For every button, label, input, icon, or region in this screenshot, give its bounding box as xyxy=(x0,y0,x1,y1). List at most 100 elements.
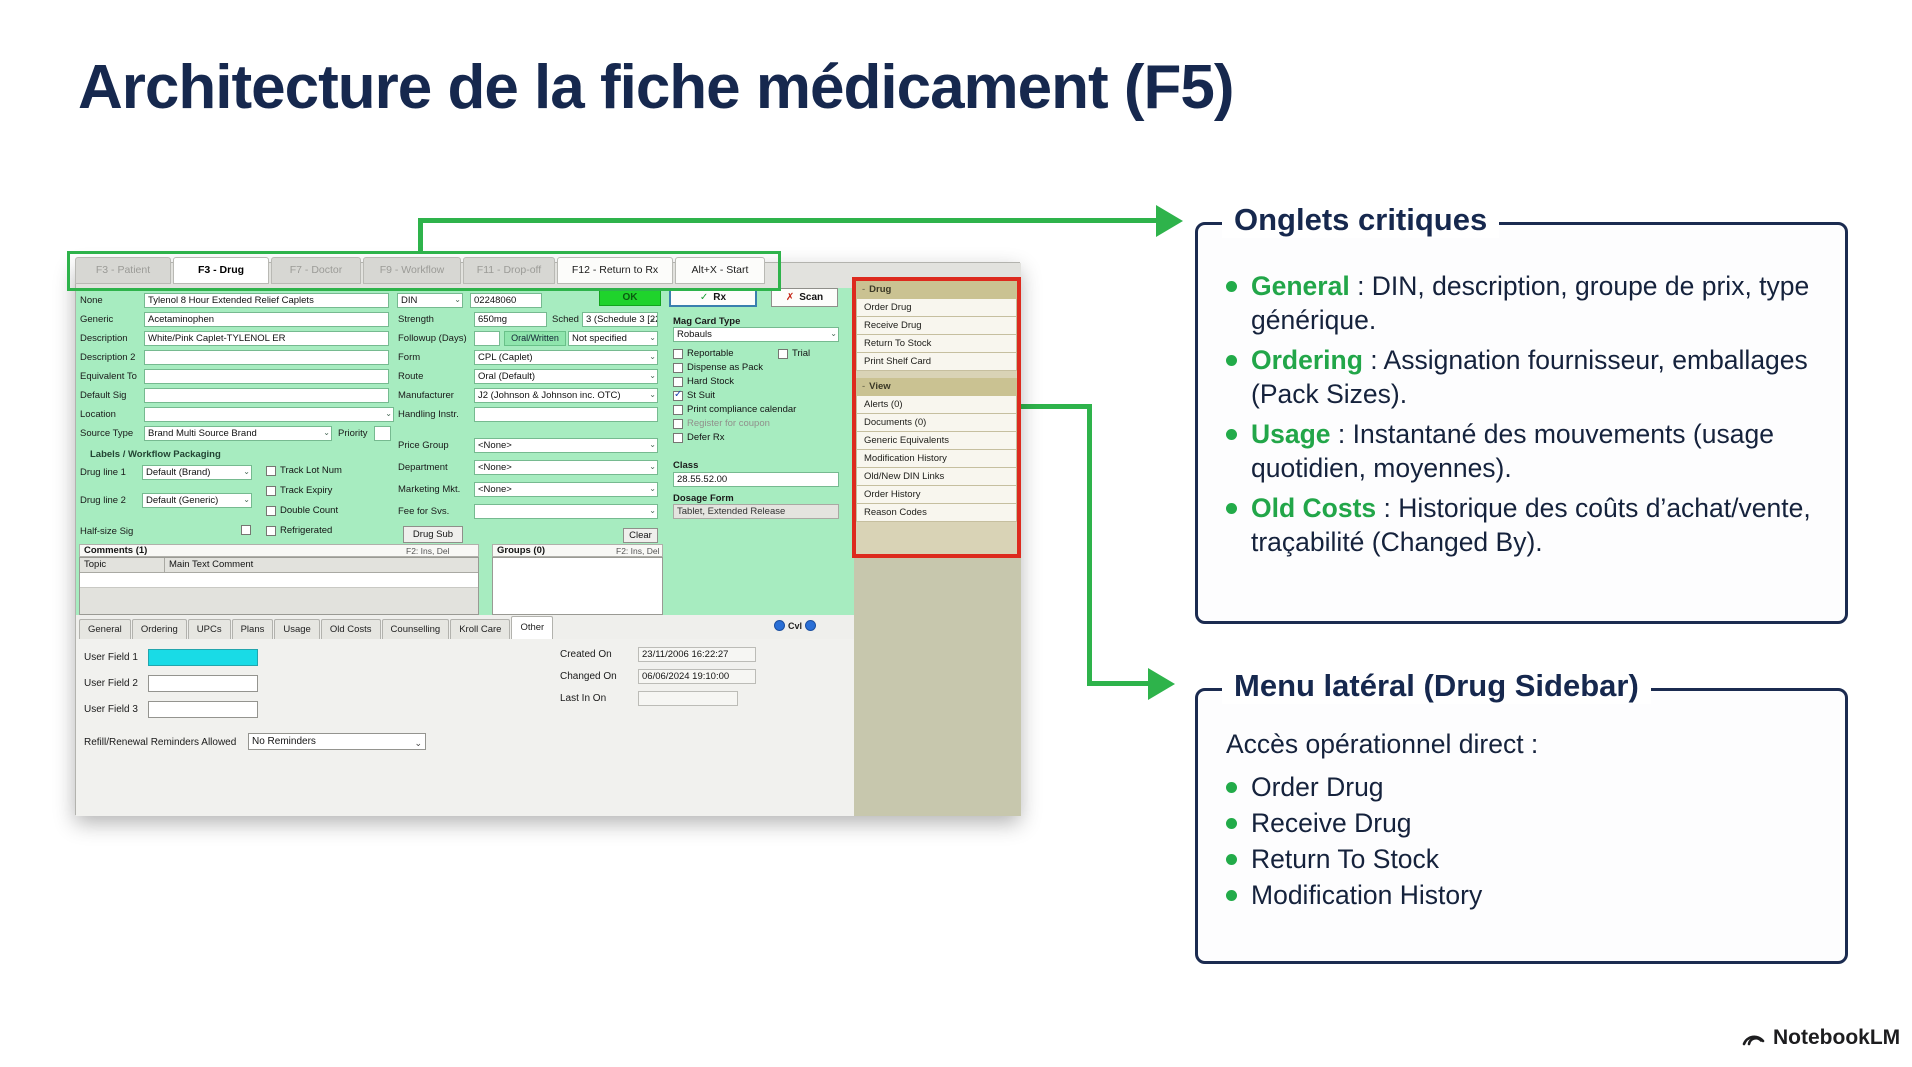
followup-field[interactable] xyxy=(474,331,500,346)
trial-checkbox[interactable]: Trial xyxy=(778,348,810,359)
sidebar-item-oldnew-din-links[interactable]: Old/New DIN Links xyxy=(856,468,1017,486)
drug-sub-button[interactable]: Drug Sub xyxy=(403,526,463,543)
callout-sidebar-title: Menu latéral (Drug Sidebar) xyxy=(1222,668,1651,704)
clear-button[interactable]: Clear xyxy=(623,528,658,543)
sidebar-item-return-to-stock[interactable]: Return To Stock xyxy=(856,335,1017,353)
double-count-checkbox[interactable]: Double Count xyxy=(266,505,338,516)
tab-f11-dropoff[interactable]: F11 - Drop-off xyxy=(463,257,555,284)
description2-field[interactable] xyxy=(144,350,389,365)
user-field3-input[interactable] xyxy=(148,701,258,718)
tab-general[interactable]: General xyxy=(79,619,131,639)
tab-upcs[interactable]: UPCs xyxy=(187,619,231,639)
marketing-select[interactable]: <None>⌄ xyxy=(474,482,658,497)
tab-altx-start[interactable]: Alt+X - Start xyxy=(675,257,765,284)
tab-f3-drug[interactable]: F3 - Drug xyxy=(173,257,269,284)
tab-other[interactable]: Other xyxy=(511,616,554,639)
bullet-icon xyxy=(1226,782,1237,793)
description-field[interactable]: White/Pink Caplet-TYLENOL ER xyxy=(144,331,389,346)
sidebar-view-header[interactable]: -View xyxy=(856,378,1017,396)
fee-for-svs-select[interactable]: ⌄ xyxy=(474,504,658,519)
chevron-down-icon: ⌄ xyxy=(649,314,656,323)
sidebar-item-reason-codes[interactable]: Reason Codes xyxy=(856,504,1017,522)
user-field1-label: User Field 1 xyxy=(84,652,138,663)
sidebar-drug-header[interactable]: -Drug xyxy=(856,281,1017,299)
rx-button[interactable]: ✓Rx xyxy=(669,288,757,307)
collapse-icon: - xyxy=(862,284,866,295)
source-type-select[interactable]: Brand Multi Source Brand⌄ xyxy=(144,426,332,441)
globe-icon[interactable] xyxy=(805,620,817,631)
chevron-down-icon: ⌄ xyxy=(243,495,250,504)
din-type-select[interactable]: DIN⌄ xyxy=(397,293,463,308)
sidebar-item-order-drug[interactable]: Order Drug xyxy=(856,299,1017,317)
refrigerated-checkbox[interactable]: Refrigerated xyxy=(266,525,332,536)
sidebar-item-order-history[interactable]: Order History xyxy=(856,486,1017,504)
price-group-select[interactable]: <None>⌄ xyxy=(474,438,658,453)
priority-field[interactable] xyxy=(374,426,391,441)
reminders-select[interactable]: No Reminders⌄ xyxy=(248,733,426,750)
track-expiry-checkbox[interactable]: Track Expiry xyxy=(266,485,332,496)
sidebar-item-alerts[interactable]: Alerts (0) xyxy=(856,396,1017,414)
manufacturer-select[interactable]: J2 (Johnson & Johnson inc. OTC)⌄ xyxy=(474,388,658,403)
ok-button[interactable]: OK xyxy=(599,289,661,306)
tab-usage[interactable]: Usage xyxy=(274,619,320,639)
reportable-checkbox[interactable]: Reportable xyxy=(673,348,733,359)
globe-icon[interactable] xyxy=(774,620,785,631)
sidebar-item-generic-equivalents[interactable]: Generic Equivalents xyxy=(856,432,1017,450)
mag-card-type-select[interactable]: Robauls⌄ xyxy=(673,327,839,342)
tab-f7-doctor[interactable]: F7 - Doctor xyxy=(271,257,361,284)
followup-label: Followup (Days) xyxy=(398,333,467,344)
arrow-sidebar-h2 xyxy=(1087,681,1150,686)
sidebar-item-receive-drug[interactable]: Receive Drug xyxy=(856,317,1017,335)
list-item: Return To Stock xyxy=(1226,842,1819,876)
sched-select[interactable]: 3 (Schedule 3 [22⌄ xyxy=(582,312,658,327)
tab-f12-return-to-rx[interactable]: F12 - Return to Rx xyxy=(557,257,673,284)
manufacturer-label: Manufacturer xyxy=(398,390,454,401)
equivalent-to-field[interactable] xyxy=(144,369,389,384)
name-field[interactable]: Tylenol 8 Hour Extended Relief Caplets xyxy=(144,293,389,308)
sidebar-item-modification-history[interactable]: Modification History xyxy=(856,450,1017,468)
strength-field[interactable]: 650mg xyxy=(474,312,547,327)
register-for-coupon-checkbox[interactable]: Register for coupon xyxy=(673,418,770,429)
class-field[interactable]: 28.55.52.00 xyxy=(673,472,839,487)
checkmark-icon: ✓ xyxy=(699,292,709,303)
notebooklm-logo-icon xyxy=(1742,1034,1765,1045)
tab-plans[interactable]: Plans xyxy=(231,619,274,639)
track-lot-num-checkbox[interactable]: Track Lot Num xyxy=(266,465,342,476)
handling-instr-field[interactable] xyxy=(474,407,658,422)
location-select[interactable]: ⌄ xyxy=(144,407,394,422)
comments-header: Comments (1) xyxy=(79,544,479,557)
callout-sidebar-intro: Accès opérationnel direct : xyxy=(1226,729,1539,759)
sidebar-item-documents[interactable]: Documents (0) xyxy=(856,414,1017,432)
comments-empty-row[interactable] xyxy=(80,573,478,588)
other-tab-panel: User Field 1 User Field 2 User Field 3 R… xyxy=(76,639,854,816)
drug-line1-select[interactable]: Default (Brand)⌄ xyxy=(142,465,252,480)
comments-col-topic: Topic xyxy=(80,558,165,572)
din-field[interactable]: 02248060 xyxy=(470,293,542,308)
department-select[interactable]: <None>⌄ xyxy=(474,460,658,475)
print-compliance-calendar-checkbox[interactable]: Print compliance calendar xyxy=(673,404,796,415)
scan-button[interactable]: ✗Scan xyxy=(771,288,838,307)
dispense-as-pack-checkbox[interactable]: Dispense as Pack xyxy=(673,362,763,373)
form-select[interactable]: CPL (Caplet)⌄ xyxy=(474,350,658,365)
tab-ordering[interactable]: Ordering xyxy=(131,619,187,639)
oral-written-select[interactable]: Not specified⌄ xyxy=(568,331,658,346)
defer-rx-checkbox[interactable]: Defer Rx xyxy=(673,432,724,443)
chevron-down-icon: ⌄ xyxy=(454,295,461,304)
user-field2-input[interactable] xyxy=(148,675,258,692)
groups-table[interactable] xyxy=(492,557,663,615)
tab-f9-workflow[interactable]: F9 - Workflow xyxy=(363,257,461,284)
default-sig-field[interactable] xyxy=(144,388,389,403)
user-field1-input[interactable] xyxy=(148,649,258,666)
half-size-sig-checkbox[interactable] xyxy=(241,525,251,535)
st-suit-checkbox[interactable]: ✓St Suit xyxy=(673,388,715,401)
tab-kroll-care[interactable]: Kroll Care xyxy=(450,619,511,639)
sidebar-item-print-shelf-card[interactable]: Print Shelf Card xyxy=(856,353,1017,371)
tab-old-costs[interactable]: Old Costs xyxy=(320,619,381,639)
route-select[interactable]: Oral (Default)⌄ xyxy=(474,369,658,384)
comments-table[interactable]: Topic Main Text Comment xyxy=(79,557,479,615)
tab-f3-patient[interactable]: F3 - Patient xyxy=(75,257,171,284)
hard-stock-checkbox[interactable]: Hard Stock xyxy=(673,376,734,387)
generic-field[interactable]: Acetaminophen xyxy=(144,312,389,327)
drug-line2-select[interactable]: Default (Generic)⌄ xyxy=(142,493,252,508)
tab-counselling[interactable]: Counselling xyxy=(381,619,450,639)
